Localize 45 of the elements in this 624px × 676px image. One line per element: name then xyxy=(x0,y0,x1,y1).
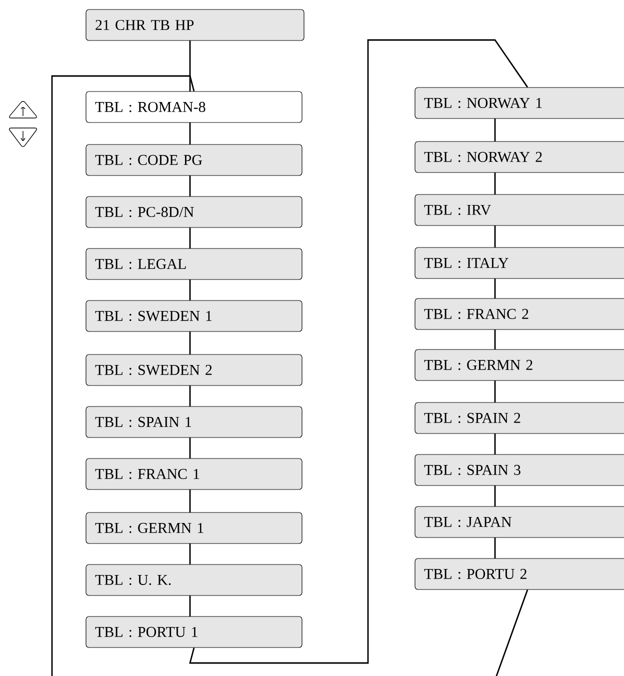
menu-option-box: TBL : SPAIN 2 xyxy=(414,402,624,434)
menu-option-box: TBL : IRV xyxy=(414,194,624,226)
menu-option-box: TBL : GERMN 1 xyxy=(86,512,302,544)
connector-line xyxy=(189,544,191,564)
menu-header-box: 21 CHR TB HP xyxy=(86,9,304,41)
connector-line xyxy=(189,122,191,144)
menu-option-box: TBL : LEGAL xyxy=(86,248,302,280)
connector-line xyxy=(494,118,496,142)
connector-line xyxy=(494,278,496,298)
menu-option-box: TBL : PORTU 1 xyxy=(86,616,302,648)
connector-line xyxy=(189,596,191,616)
connector-line xyxy=(189,39,528,664)
connector-line xyxy=(494,380,496,402)
menu-option-box: TBL : PORTU 2 xyxy=(414,558,624,590)
menu-option-box: TBL : CODE PG xyxy=(86,144,302,176)
connector-line xyxy=(494,172,496,194)
connector-line xyxy=(494,330,496,350)
connector-line xyxy=(494,226,496,248)
connector-line xyxy=(189,386,191,406)
menu-option-box: TBL : NORWAY 2 xyxy=(414,141,624,173)
menu-option-box: TBL : SPAIN 1 xyxy=(86,406,302,438)
connector-line xyxy=(494,590,528,676)
menu-option-box: TBL : ITALY xyxy=(414,247,624,279)
connector-line xyxy=(189,280,191,300)
menu-option-box: TBL : NORWAY 1 xyxy=(414,87,624,119)
connector-line xyxy=(494,486,496,506)
connector-line xyxy=(189,228,191,248)
menu-option-box: TBL : SWEDEN 2 xyxy=(86,354,302,386)
connector-line xyxy=(189,490,191,512)
connector-line xyxy=(189,438,191,458)
menu-option-box: TBL : JAPAN xyxy=(414,506,624,538)
menu-option-box: TBL : ROMAN-8 xyxy=(86,91,302,123)
connector-line xyxy=(51,75,195,676)
connector-line xyxy=(494,434,496,454)
menu-option-box: TBL : PC-8D/N xyxy=(86,196,302,228)
connector-line xyxy=(189,332,191,354)
menu-option-box: TBL : SPAIN 3 xyxy=(414,454,624,486)
menu-option-box: TBL : SWEDEN 1 xyxy=(86,300,302,332)
menu-option-box: TBL : U. K. xyxy=(86,564,302,596)
menu-option-box: TBL : GERMN 2 xyxy=(414,349,624,381)
menu-option-box: TBL : FRANC 1 xyxy=(86,458,302,490)
menu-option-box: TBL : FRANC 2 xyxy=(414,298,624,330)
connector-line xyxy=(494,538,496,558)
connector-line xyxy=(189,40,191,92)
connector-line xyxy=(189,176,191,196)
